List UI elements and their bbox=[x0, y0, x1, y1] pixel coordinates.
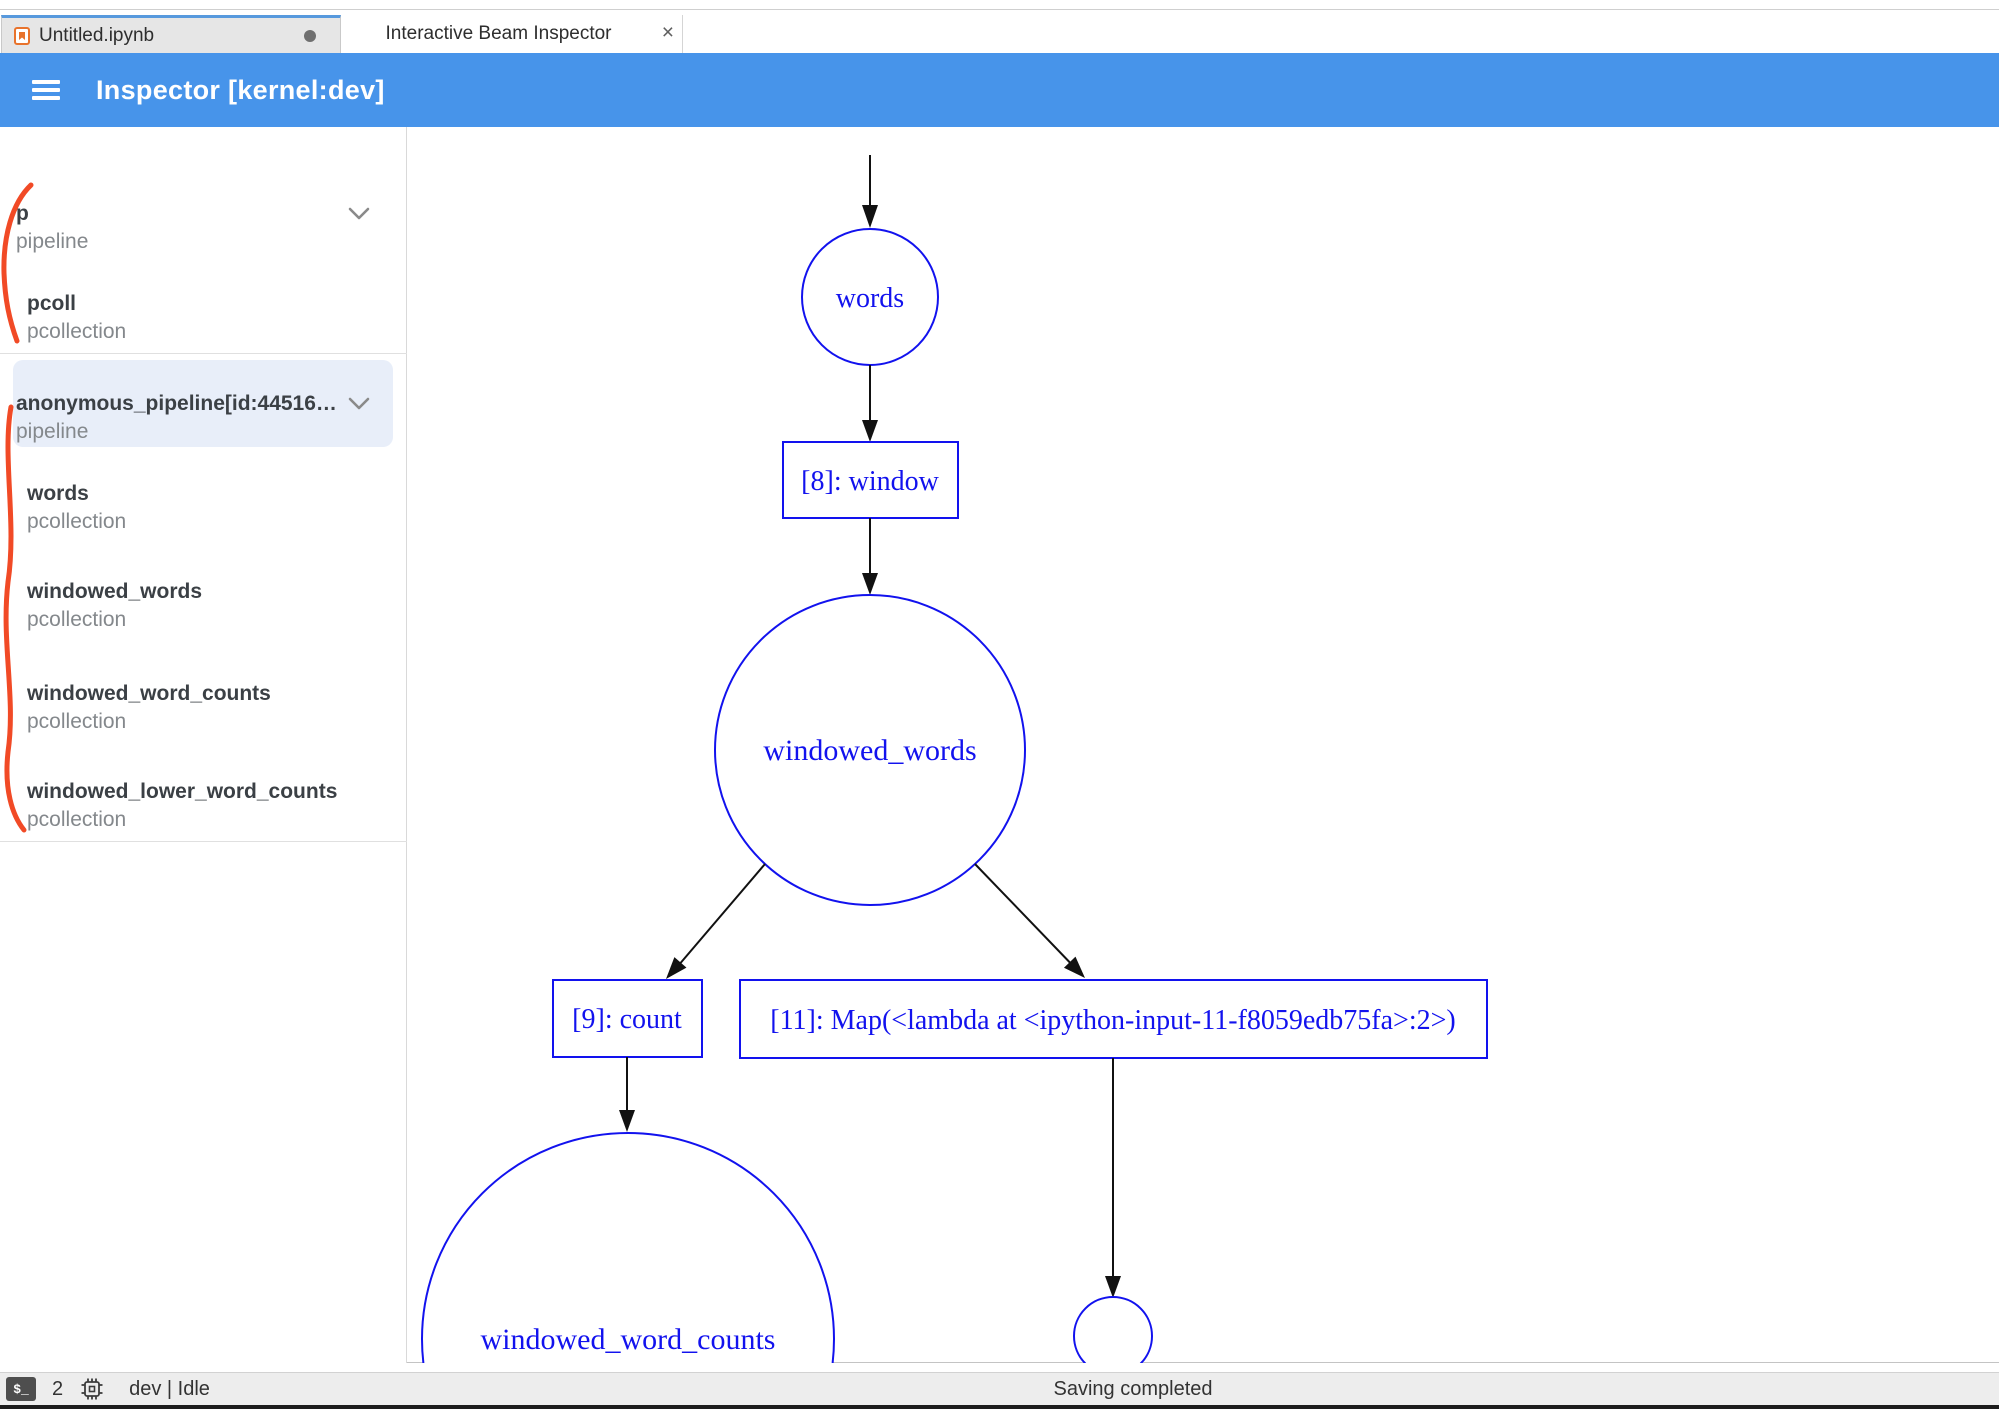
arrowhead bbox=[862, 573, 878, 595]
item-type: pcollection bbox=[27, 510, 127, 533]
window-top-border bbox=[0, 9, 1999, 10]
arrowhead bbox=[862, 205, 878, 228]
item-type: pcollection bbox=[27, 710, 127, 733]
item-name: pcoll bbox=[27, 292, 77, 315]
sidebar-item-windowed-word-counts[interactable]: windowed_word_counts pcollection bbox=[0, 680, 400, 736]
item-type: pcollection bbox=[27, 320, 127, 343]
sidebar-item-windowed-lower-word-counts[interactable]: windowed_lower_word_counts pcollection bbox=[0, 778, 400, 834]
arrowhead bbox=[1105, 1276, 1121, 1298]
node-window-transform[interactable] bbox=[782, 441, 959, 519]
notebook-icon bbox=[14, 26, 30, 45]
chevron-down-icon[interactable] bbox=[348, 397, 370, 412]
item-name: words bbox=[27, 482, 89, 505]
selected-item-highlight bbox=[13, 360, 393, 447]
node-windowed-words-label: windowed_words bbox=[763, 734, 976, 767]
arrowhead bbox=[1063, 956, 1085, 978]
sidebar-item-windowed-words[interactable]: windowed_words pcollection bbox=[0, 578, 400, 634]
edge-to-count bbox=[671, 863, 766, 974]
arrowhead bbox=[862, 420, 878, 442]
node-circle-small[interactable] bbox=[1073, 1296, 1153, 1363]
node-map-label: [11]: Map(<lambda at <ipython-input-11-f… bbox=[770, 1005, 1455, 1036]
tab-notebook[interactable]: Untitled.ipynb bbox=[1, 15, 341, 53]
item-name: p bbox=[16, 202, 29, 225]
node-count-transform[interactable] bbox=[552, 979, 703, 1058]
item-type: pcollection bbox=[27, 808, 127, 831]
item-name: windowed_word_counts bbox=[27, 682, 271, 705]
item-type: pcollection bbox=[27, 608, 127, 631]
kernel-chip-icon[interactable] bbox=[81, 1378, 103, 1400]
node-windowed-word-counts-label: windowed_word_counts bbox=[481, 1323, 776, 1356]
save-status-message: Saving completed bbox=[1053, 1377, 1213, 1400]
terminal-count: 2 bbox=[52, 1377, 64, 1400]
item-type: pipeline bbox=[16, 230, 89, 253]
tab-bar: Untitled.ipynb Interactive Beam Inspecto… bbox=[0, 15, 1999, 53]
kernel-status[interactable]: dev | Idle bbox=[129, 1377, 210, 1400]
node-window-label: [8]: window bbox=[801, 466, 939, 497]
node-windowed-word-counts[interactable] bbox=[421, 1132, 835, 1363]
close-icon[interactable]: × bbox=[661, 21, 674, 44]
sidebar-item-words[interactable]: words pcollection bbox=[0, 480, 400, 536]
sidebar-divider bbox=[0, 841, 407, 842]
unsaved-changes-dot bbox=[304, 29, 316, 42]
node-windowed-words[interactable] bbox=[714, 594, 1026, 906]
sidebar-divider bbox=[0, 353, 407, 354]
window-bottom-edge bbox=[0, 1405, 1999, 1409]
item-name: windowed_words bbox=[27, 580, 203, 603]
edge-to-map bbox=[974, 863, 1080, 973]
page-title: Inspector [kernel:dev] bbox=[96, 74, 385, 105]
item-type: pipeline bbox=[16, 420, 89, 443]
node-map-transform[interactable] bbox=[739, 979, 1488, 1059]
pipeline-graph: words [8]: window windowed_words [9]: co… bbox=[421, 155, 1488, 1363]
content-area: p pipeline pcoll pcollection anonymous_p… bbox=[0, 127, 1999, 1363]
terminal-icon[interactable]: $_ bbox=[6, 1377, 36, 1401]
sidebar-item-pcoll[interactable]: pcoll pcollection bbox=[0, 290, 400, 346]
tab-inspector-label: Interactive Beam Inspector bbox=[385, 23, 612, 44]
item-name: anonymous_pipeline[id:44516… bbox=[16, 392, 337, 415]
tab-notebook-label: Untitled.ipynb bbox=[39, 24, 155, 46]
inspector-header: Inspector [kernel:dev] bbox=[0, 53, 1999, 127]
sidebar-item-pipeline-p[interactable]: p pipeline bbox=[0, 200, 400, 256]
node-words-label: words bbox=[836, 283, 904, 314]
item-name: windowed_lower_word_counts bbox=[27, 780, 338, 803]
status-bar: $_ 2 dev | Idle Saving completed bbox=[0, 1372, 1999, 1405]
pipeline-sidebar: p pipeline pcoll pcollection anonymous_p… bbox=[0, 127, 407, 1363]
sidebar-item-anonymous-pipeline[interactable]: anonymous_pipeline[id:44516… pipeline bbox=[0, 390, 400, 446]
node-count-label: [9]: count bbox=[572, 1004, 682, 1035]
tab-inspector[interactable]: Interactive Beam Inspector × bbox=[341, 15, 683, 53]
arrowhead bbox=[666, 957, 687, 979]
menu-icon[interactable] bbox=[32, 80, 60, 100]
chevron-down-icon[interactable] bbox=[348, 207, 370, 222]
arrowhead bbox=[619, 1110, 635, 1132]
